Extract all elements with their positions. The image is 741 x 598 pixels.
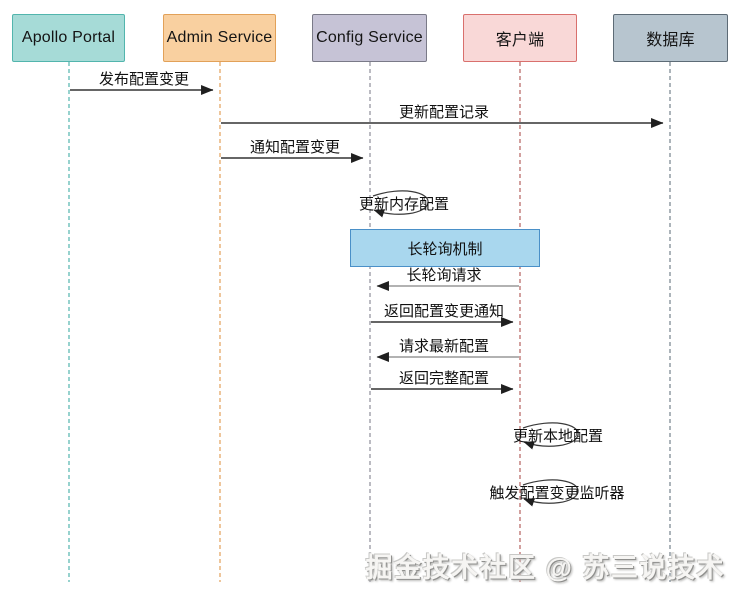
- actor-database: 数据库: [613, 14, 728, 62]
- message-label-update-local-config: 更新本地配置: [512, 428, 604, 445]
- message-label-update-config-record: 更新配置记录: [398, 104, 490, 121]
- self-loop-update-local-config: [522, 422, 579, 450]
- message-label-notify-config-change: 通知配置变更: [249, 139, 341, 156]
- message-label-return-full-config: 返回完整配置: [398, 370, 490, 387]
- note-long-polling-mechanism: 长轮询机制: [350, 229, 540, 267]
- actor-database-label: 数据库: [646, 32, 695, 49]
- actor-apollo-portal-label: Apollo Portal: [21, 29, 116, 46]
- message-label-return-change-notice: 返回配置变更通知: [383, 303, 505, 320]
- message-label-update-memory-config: 更新内存配置: [358, 196, 450, 213]
- actor-client: 客户端: [463, 14, 577, 62]
- self-loop-update-memory-config: [372, 190, 429, 218]
- actor-config-service: Config Service: [312, 14, 427, 62]
- message-label-long-poll-request: 长轮询请求: [406, 267, 482, 284]
- message-label-publish-config-change: 发布配置变更: [98, 71, 190, 88]
- lifelines: [68, 62, 671, 582]
- actor-admin-service-label: Admin Service: [166, 29, 273, 46]
- self-loop-trigger-listener: [522, 479, 579, 507]
- actor-config-service-label: Config Service: [316, 29, 423, 46]
- watermark-text: 掘金技术社区 @ 苏三说技术: [365, 553, 725, 583]
- note-label: 长轮询机制: [407, 240, 483, 258]
- actor-client-label: 客户端: [495, 32, 545, 49]
- actor-admin-service: Admin Service: [163, 14, 276, 62]
- message-label-request-latest-config: 请求最新配置: [398, 338, 490, 355]
- message-label-trigger-listener: 触发配置变更监听器: [489, 485, 625, 502]
- actor-apollo-portal: Apollo Portal: [12, 14, 125, 62]
- message-arrows: [70, 84, 664, 507]
